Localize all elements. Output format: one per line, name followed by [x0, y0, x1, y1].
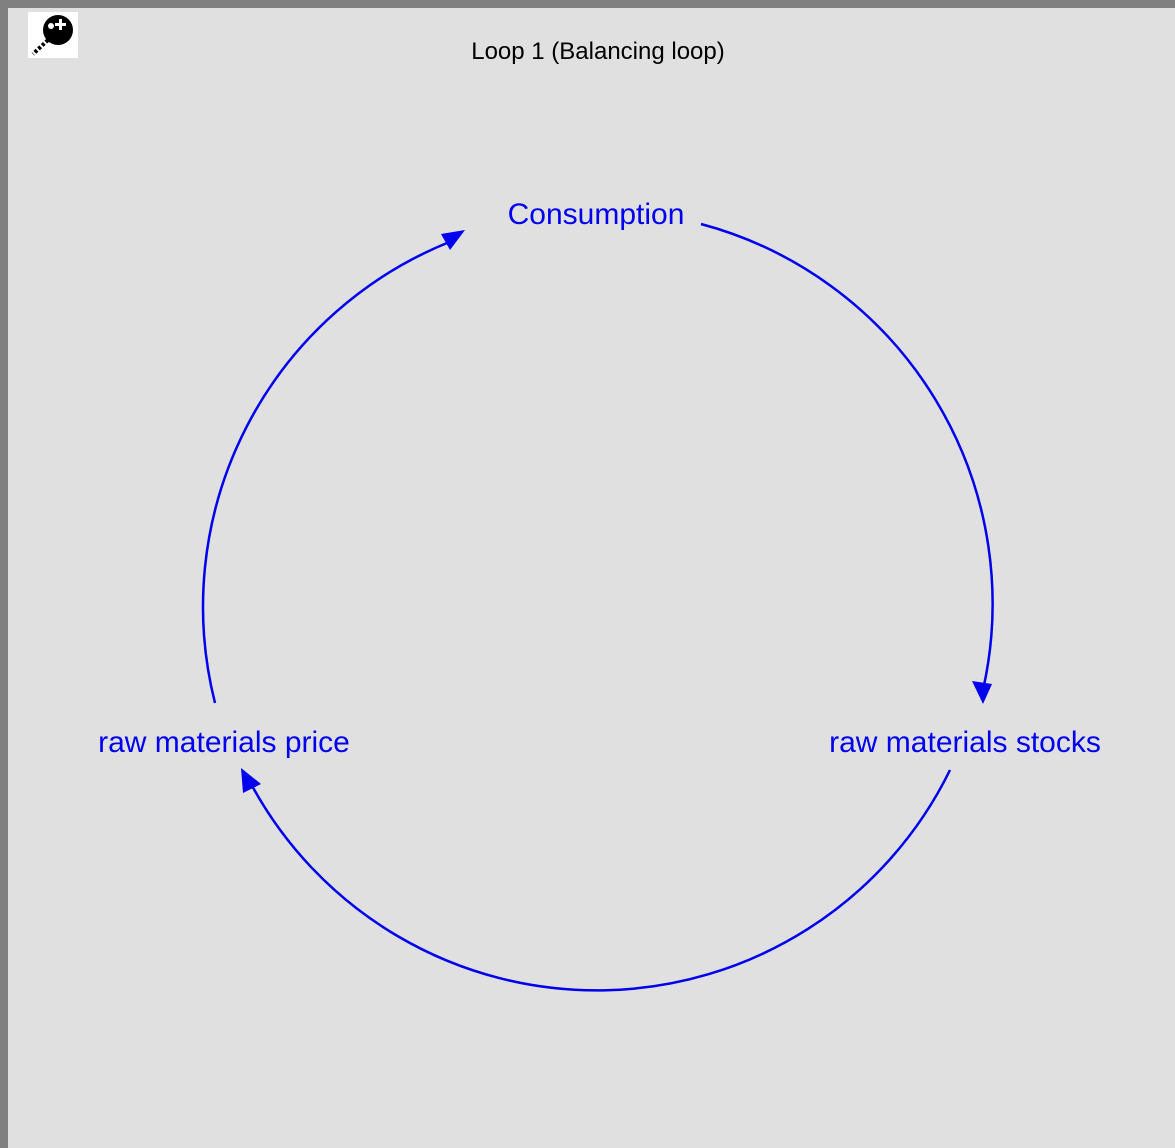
- node-raw-materials-price[interactable]: raw materials price: [98, 726, 350, 759]
- link-consumption-to-stocks[interactable]: [700, 222, 994, 691]
- link-price-to-consumption[interactable]: [201, 239, 453, 704]
- node-consumption[interactable]: Consumption: [507, 198, 685, 231]
- magnifier-zoom-icon: [31, 15, 73, 56]
- arrowhead-stocks: [972, 681, 992, 704]
- loop-title: Loop 1 (Balancing loop): [471, 38, 725, 65]
- link-stocks-to-price[interactable]: [248, 769, 952, 992]
- node-raw-materials-stocks[interactable]: raw materials stocks: [829, 726, 1101, 759]
- zoom-button[interactable]: [28, 12, 78, 58]
- diagram-canvas: [8, 8, 1175, 1148]
- arrowhead-consumption: [441, 230, 465, 250]
- arrowhead-price: [241, 768, 261, 793]
